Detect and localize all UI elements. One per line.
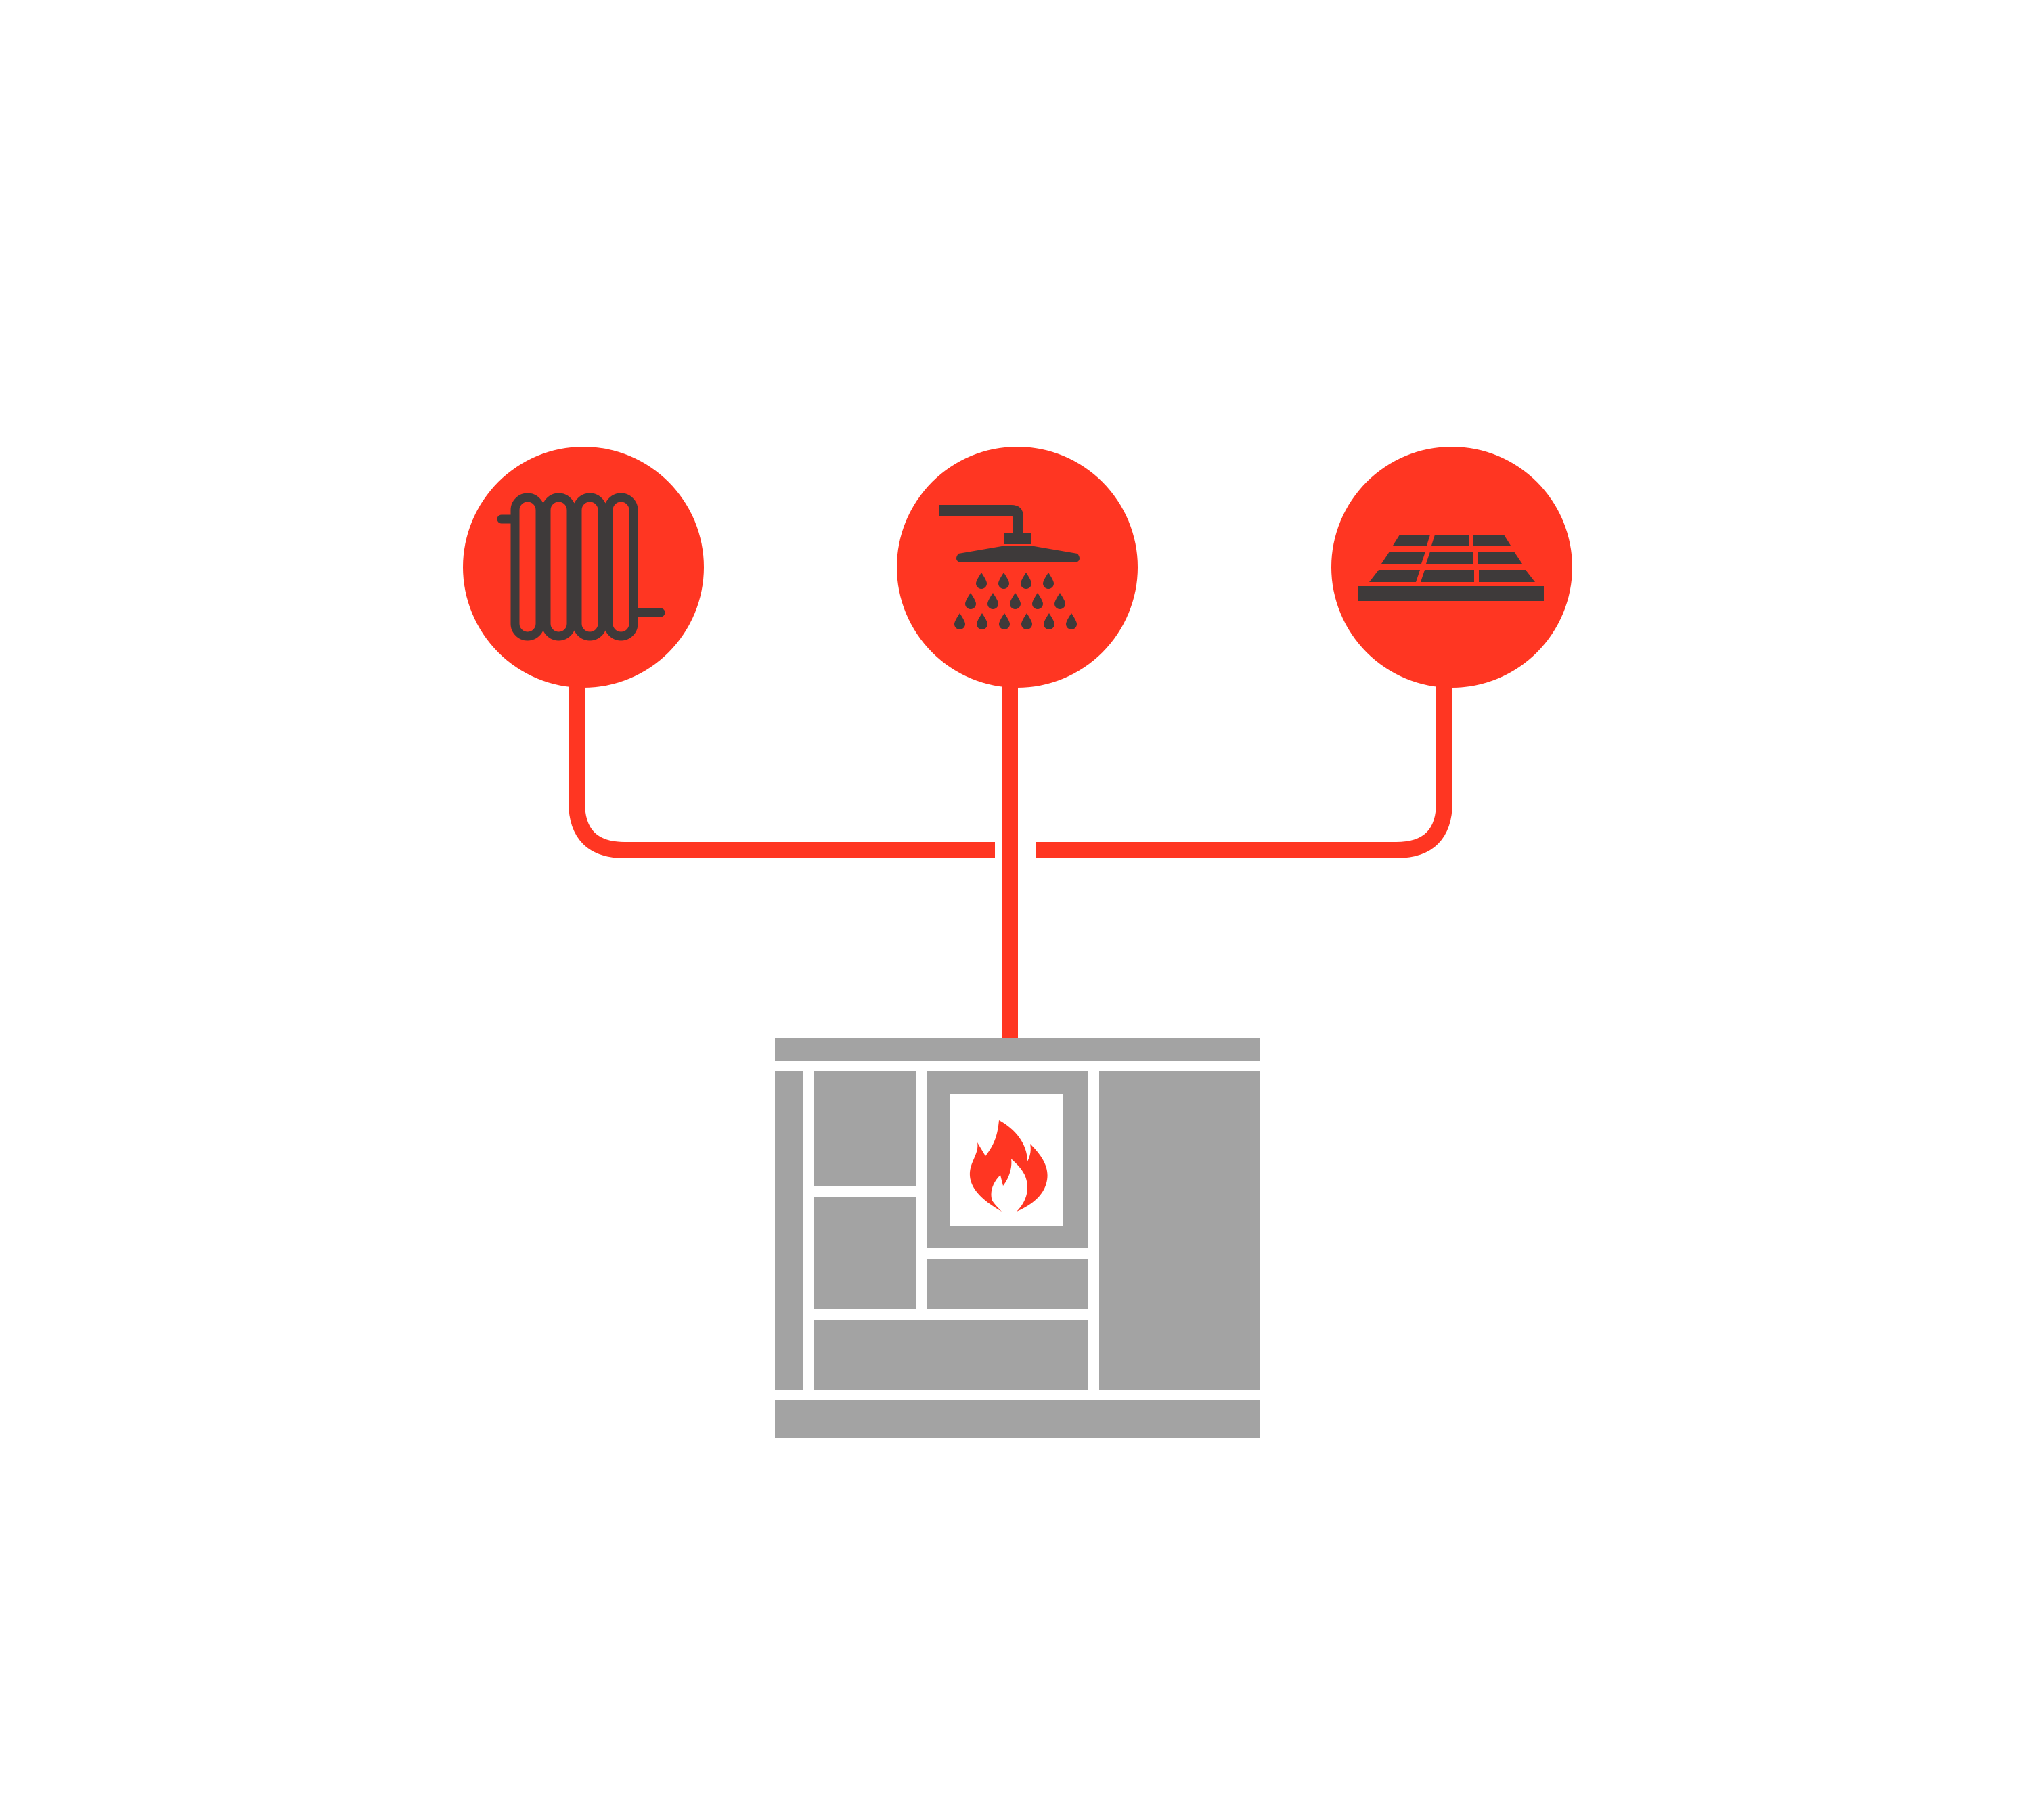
- pipe-network: [569, 684, 1452, 1039]
- stove-block-upper-left: [814, 1071, 916, 1186]
- stove-block-middle-left: [814, 1197, 916, 1309]
- water-drops: [954, 573, 1077, 629]
- stove-block-under-firebox: [927, 1259, 1088, 1309]
- stove: [775, 1038, 1260, 1438]
- floor-tiles-icon: [1358, 535, 1544, 601]
- shower-circle: [897, 447, 1138, 688]
- shower-icon: [939, 505, 1080, 629]
- radiator-circle: [463, 447, 704, 688]
- floor-heating-circle: [1331, 447, 1572, 688]
- stove-block-bottom: [814, 1320, 1088, 1390]
- shower-node: [897, 447, 1138, 688]
- flame-icon: [969, 1120, 1048, 1212]
- stove-left-column: [775, 1071, 803, 1390]
- floor-heating-node: [1331, 447, 1572, 688]
- radiator-icon: [497, 493, 665, 641]
- stove-right-block: [1099, 1071, 1260, 1390]
- pipe-left-branch: [569, 684, 995, 858]
- stove-top-slab: [775, 1038, 1260, 1061]
- radiator-node: [463, 447, 704, 688]
- stove-base-slab: [775, 1400, 1260, 1438]
- pipe-right-branch: [1036, 684, 1452, 858]
